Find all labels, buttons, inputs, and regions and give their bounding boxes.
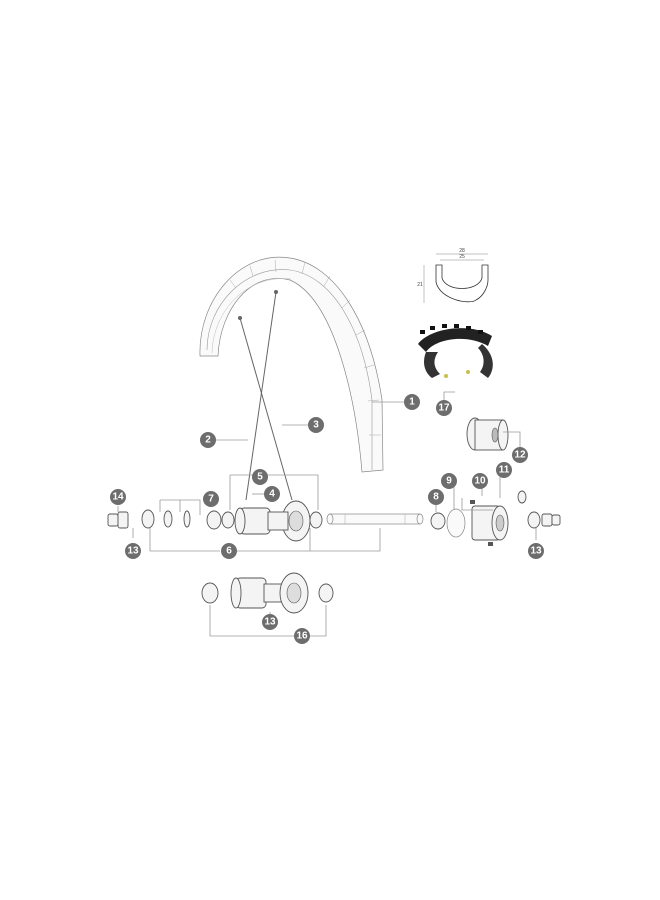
callout-2[interactable]: 2 — [200, 432, 216, 448]
rim-outer-width-label: 28 — [459, 248, 465, 254]
bearing-right — [309, 511, 323, 529]
svg-text:12: 12 — [514, 450, 526, 461]
callout-3[interactable]: 3 — [308, 417, 324, 433]
svg-text:11: 11 — [499, 465, 510, 476]
callout-17[interactable]: 17 — [436, 400, 452, 416]
svg-text:6: 6 — [226, 546, 232, 557]
svg-text:7: 7 — [208, 494, 214, 505]
callout-16[interactable]: 16 — [294, 628, 310, 644]
callout-10[interactable]: 10 — [472, 473, 488, 489]
rim-inner-width-label: 25 — [459, 254, 465, 260]
rim — [199, 256, 384, 473]
svg-text:13: 13 — [127, 546, 139, 557]
right-end-parts — [527, 511, 561, 529]
svg-text:3: 3 — [313, 420, 319, 431]
freehub-body-assembly — [466, 417, 509, 451]
callout-7[interactable]: 7 — [203, 491, 219, 507]
svg-text:16: 16 — [296, 631, 308, 642]
left-end-parts — [107, 509, 235, 530]
svg-text:17: 17 — [438, 403, 450, 414]
rim-profile-drawing: 28 25 21 — [417, 248, 489, 303]
callout-4[interactable]: 4 — [264, 486, 280, 502]
callout-9[interactable]: 9 — [441, 473, 457, 489]
callout-12[interactable]: 12 — [512, 447, 528, 463]
svg-text:10: 10 — [474, 476, 486, 487]
spacer — [430, 512, 446, 530]
svg-text:14: 14 — [112, 492, 124, 503]
rear-freehub — [470, 500, 509, 546]
seal — [446, 508, 466, 538]
seal-ring — [517, 490, 527, 504]
alternate-hub — [201, 572, 334, 614]
tire-section — [418, 324, 493, 378]
spoke-rear — [245, 290, 278, 501]
callout-11[interactable]: 11 — [496, 462, 512, 478]
callout-13-left[interactable]: 13 — [125, 543, 141, 559]
svg-text:1: 1 — [409, 397, 415, 408]
svg-text:4: 4 — [269, 489, 275, 500]
callout-13-lower[interactable]: 13 — [262, 614, 278, 630]
svg-text:2: 2 — [205, 435, 211, 446]
svg-text:13: 13 — [530, 546, 542, 557]
svg-text:13: 13 — [264, 617, 276, 628]
callout-13-right[interactable]: 13 — [528, 543, 544, 559]
callout-14[interactable]: 14 — [110, 489, 126, 505]
rim-height-label: 21 — [417, 282, 423, 288]
axle — [326, 513, 424, 525]
svg-text:8: 8 — [433, 492, 439, 503]
callout-1[interactable]: 1 — [404, 394, 420, 410]
callout-5[interactable]: 5 — [252, 469, 268, 485]
svg-text:5: 5 — [257, 472, 263, 483]
callout-6[interactable]: 6 — [221, 543, 237, 559]
svg-text:9: 9 — [446, 476, 452, 487]
callout-8[interactable]: 8 — [428, 489, 444, 505]
hub-shell — [234, 500, 311, 542]
spoke-front — [238, 316, 293, 501]
